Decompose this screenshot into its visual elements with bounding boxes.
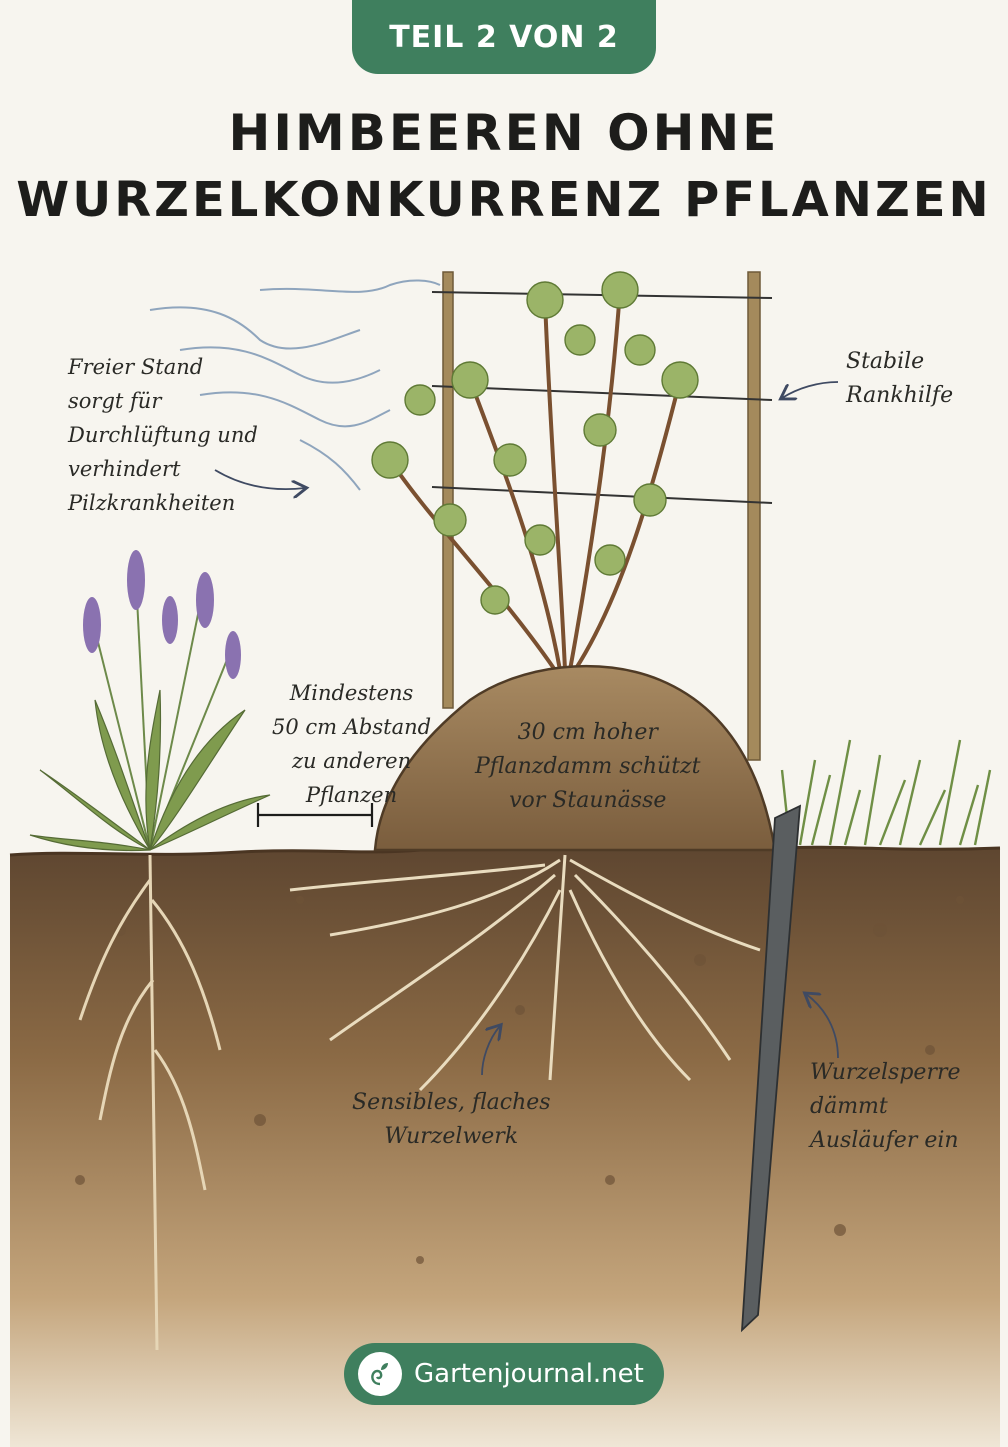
distance-marker	[256, 803, 374, 827]
lavender-plant	[29, 550, 271, 852]
label-roots: Sensibles, flaches Wurzelwerk	[352, 1090, 551, 1149]
label-barrier: Wurzelsperre dämmt Ausläufer ein	[810, 1060, 961, 1153]
label-distance: Mindestens 50 cm Abstand zu anderen Pfla…	[272, 681, 432, 807]
airflow-arrow	[214, 469, 305, 489]
label-mound: 30 cm hoher Pflanzdamm schützt vor Staun…	[475, 720, 701, 813]
label-trellis: Stabile Rankhilfe	[846, 349, 954, 408]
annotation-arrows	[214, 381, 839, 1076]
trellis	[431, 271, 773, 761]
part-badge: TEIL 2 VON 2	[352, 0, 656, 74]
title-line-2: WURZELKONKURRENZ PFLANZEN	[16, 172, 992, 228]
grass-patch	[780, 739, 992, 846]
trellis-arrow	[782, 381, 839, 398]
footer-site-link[interactable]: Gartenjournal.net	[344, 1343, 664, 1405]
wind-lines	[149, 279, 441, 491]
roots-arrow	[481, 1026, 500, 1076]
planting-mound	[373, 664, 777, 852]
raspberry-plant	[371, 271, 699, 672]
garden-leaf-icon	[358, 1352, 402, 1396]
raspberry-roots	[289, 854, 761, 1092]
barrier-arrow	[806, 994, 839, 1059]
footer-site-name: Gartenjournal.net	[414, 1359, 644, 1389]
title-line-1: HIMBEEREN OHNE	[228, 104, 780, 162]
lavender-roots	[78, 854, 222, 1351]
label-airflow: Freier Stand sorgt für Durchlüftung und …	[68, 355, 258, 515]
root-barrier	[740, 804, 802, 1333]
